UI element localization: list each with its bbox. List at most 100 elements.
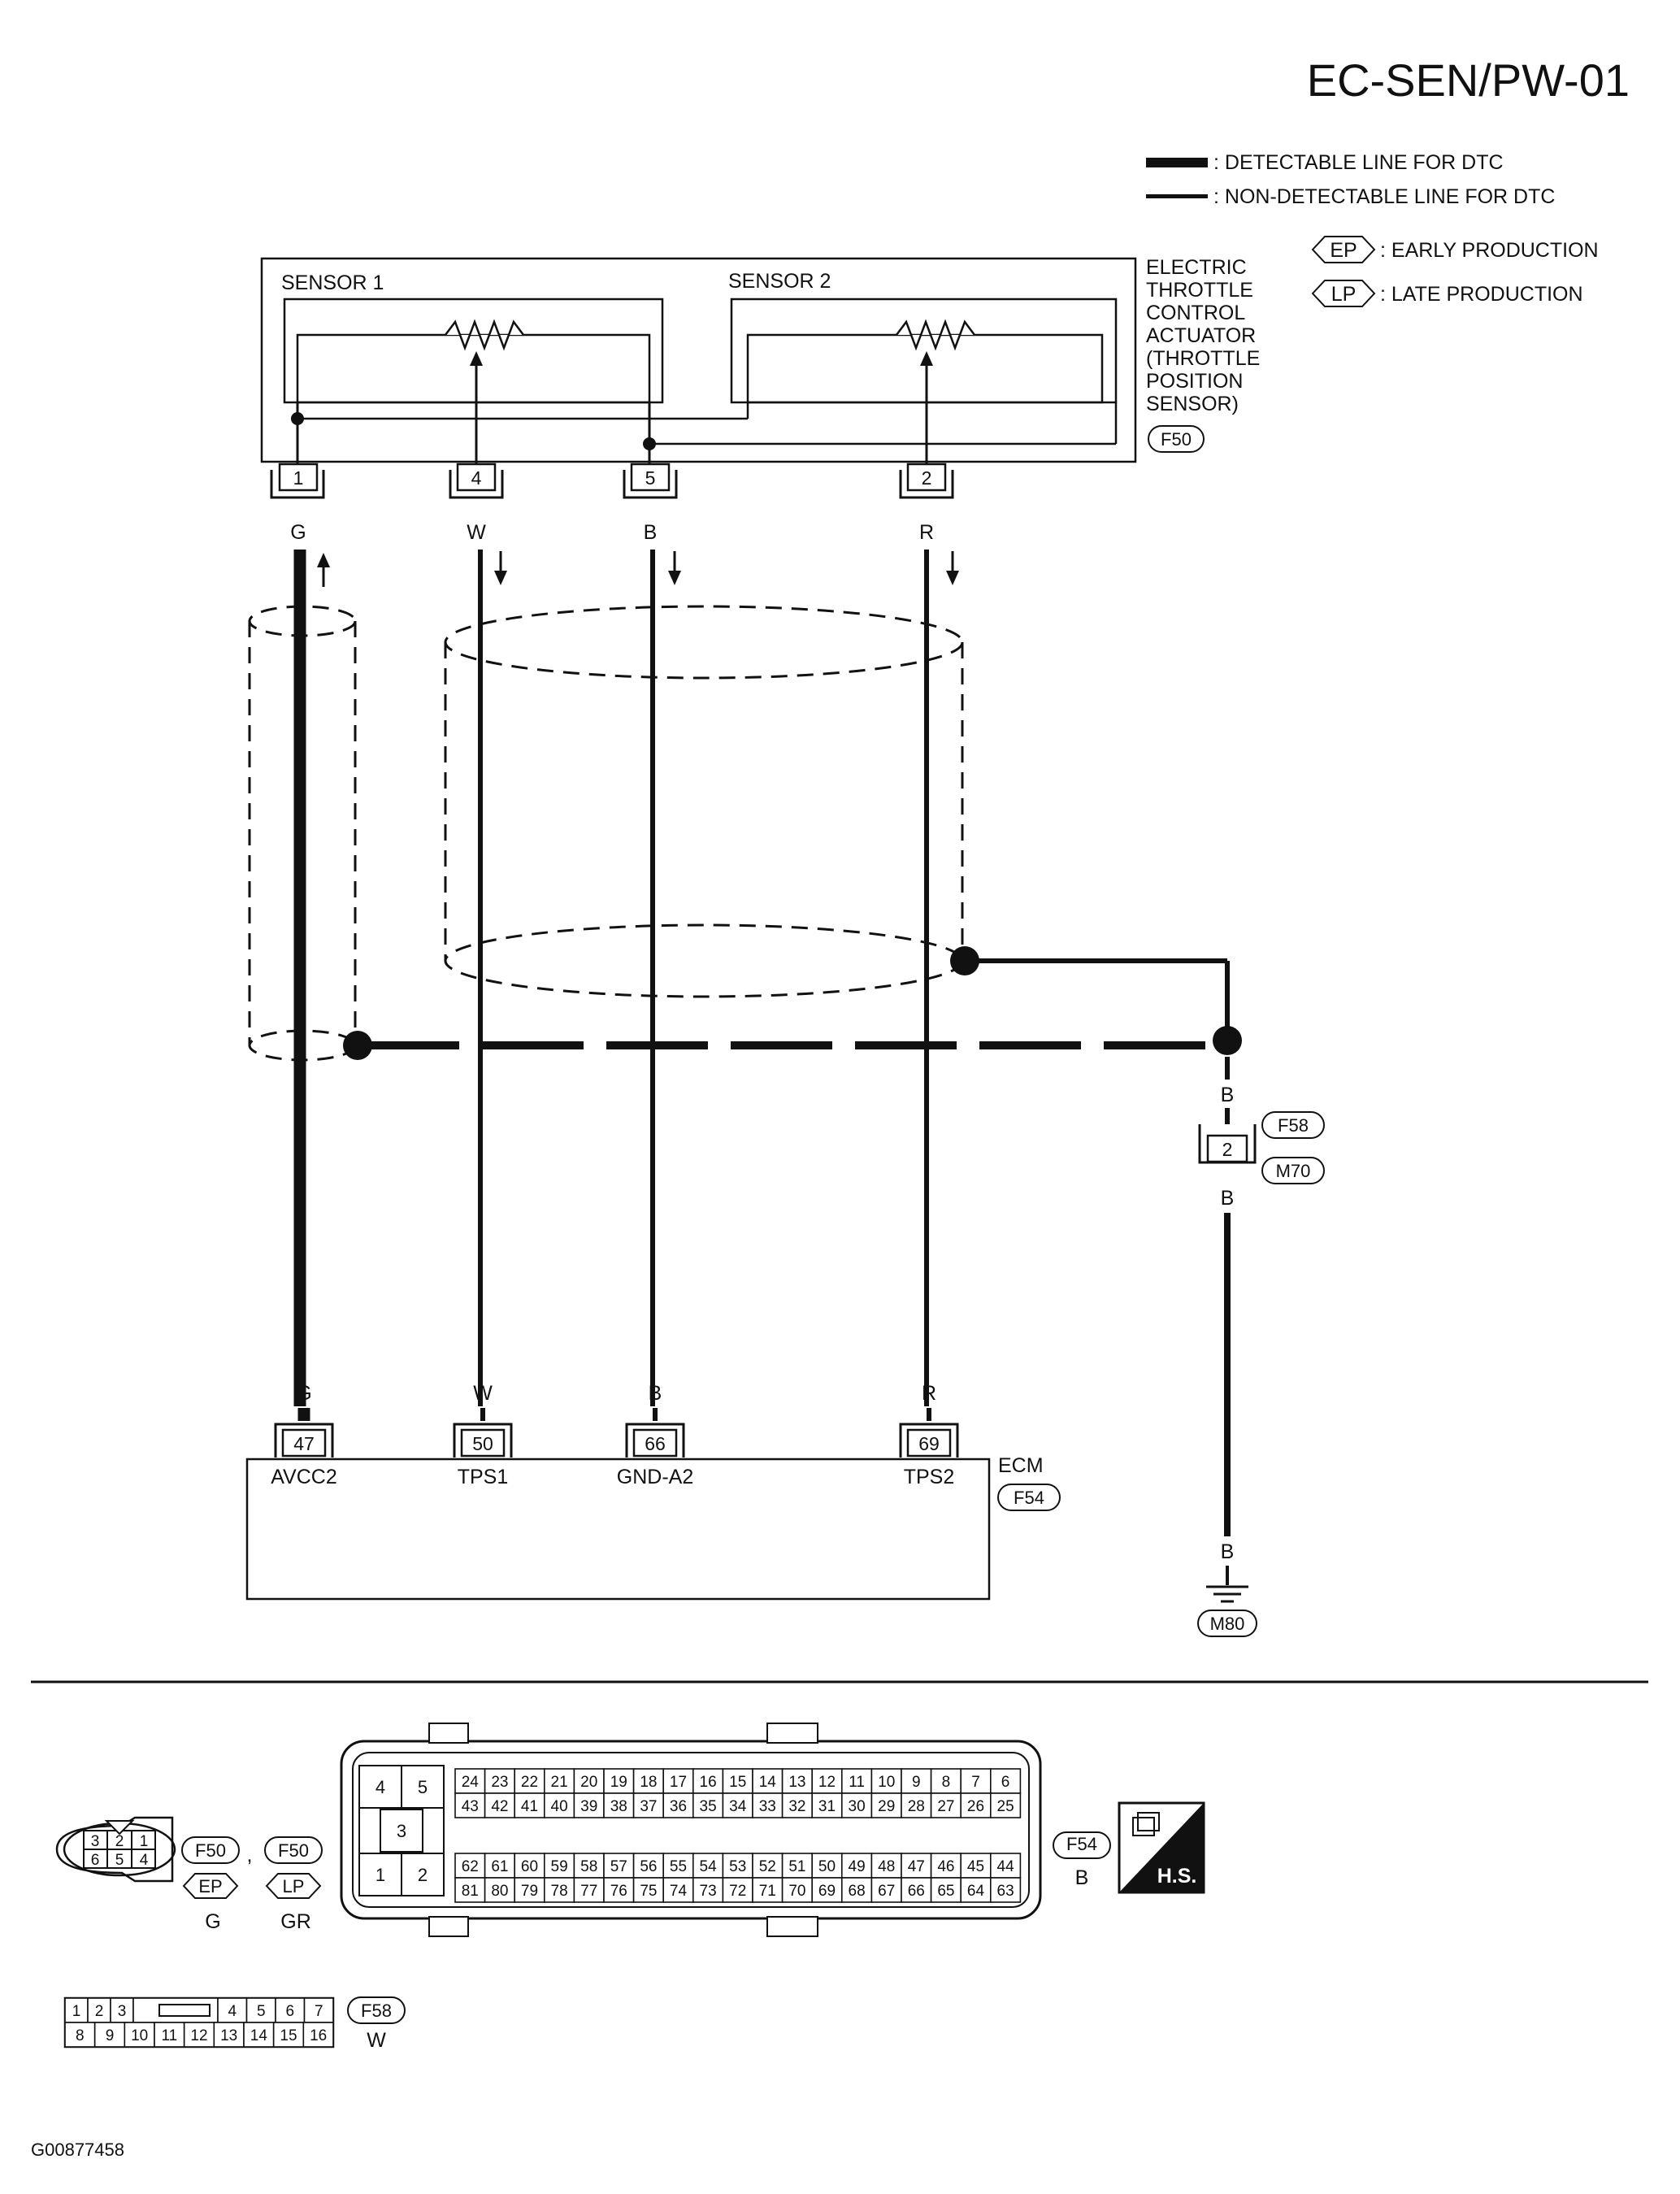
ecm-pin-50: 50 xyxy=(453,1408,513,1458)
shield-right xyxy=(444,605,964,998)
actuator-name-1: ELECTRIC xyxy=(1146,256,1247,279)
svg-text:G: G xyxy=(205,1910,220,1933)
svg-text:5: 5 xyxy=(645,467,656,489)
f54-pin-number: 9 xyxy=(912,1774,921,1791)
f54-pin-number: 44 xyxy=(997,1858,1015,1875)
f54-pin-cell xyxy=(484,1792,515,1818)
f58-pin-cell xyxy=(303,1997,334,2023)
ep-tag-icon xyxy=(1311,236,1376,263)
svg-text:6: 6 xyxy=(91,1852,100,1869)
ecm-name: ECM xyxy=(998,1454,1044,1477)
f54-pin-number: 80 xyxy=(491,1883,508,1900)
f54-pin-cell xyxy=(662,1768,694,1794)
direction-arrows xyxy=(317,551,959,587)
hs-icon: H.S. xyxy=(1118,1801,1205,1894)
sensor1-potentiometer-icon xyxy=(445,319,524,351)
f54-pin-cell xyxy=(752,1768,784,1794)
f54-pin-number: 77 xyxy=(580,1883,597,1900)
f54-pin-cell xyxy=(841,1853,873,1879)
f54-pin-number: 40 xyxy=(551,1798,568,1815)
f54-pin-cell xyxy=(752,1792,784,1818)
f54-pin-number: 26 xyxy=(967,1798,984,1815)
f54-pin-number: 13 xyxy=(788,1774,805,1791)
f58-pin-cell xyxy=(243,2022,275,2048)
f58-id: F58 xyxy=(361,2001,392,2021)
f58-pin-cell xyxy=(93,2022,126,2048)
svg-text:4: 4 xyxy=(376,1777,385,1797)
f54-color: B xyxy=(1075,1866,1089,1889)
legend-non-detectable: : NON-DETECTABLE LINE FOR DTC xyxy=(1213,185,1555,208)
f54-pin-number: 70 xyxy=(788,1883,805,1900)
actuator-box xyxy=(260,257,1137,463)
ecm-pin-69: 69 xyxy=(899,1408,959,1458)
f54-pin-cell xyxy=(573,1853,605,1879)
ecm-pin-47: 47 xyxy=(274,1408,334,1458)
f54-connector-badge xyxy=(997,1484,1061,1511)
wire-color-top-2: W xyxy=(467,521,486,544)
hs-label: H.S. xyxy=(1157,1865,1197,1888)
svg-text:GR: GR xyxy=(280,1910,311,1933)
f54-pin-cell xyxy=(870,1877,902,1903)
sensor2-label: SENSOR 2 xyxy=(728,270,831,293)
f54-pin-number: 18 xyxy=(640,1774,657,1791)
f54-pin-cell xyxy=(930,1853,962,1879)
legend-ep-code: EP xyxy=(1330,239,1357,262)
wire-color-top-1: G xyxy=(290,521,306,544)
f58-pin-number: 6 xyxy=(285,2003,294,2020)
f54-pin-number: 21 xyxy=(551,1774,568,1791)
f54-pin-cell xyxy=(960,1877,992,1903)
f58-pin-number: 12 xyxy=(190,2027,207,2044)
f54-pin-number: 7 xyxy=(971,1774,980,1791)
f54-pin-cell xyxy=(603,1792,635,1818)
svg-text:2: 2 xyxy=(922,467,932,489)
wire-color-bottom-1: G xyxy=(296,1382,311,1405)
f54-pin-number: 25 xyxy=(997,1798,1014,1815)
f54-pin-number: 65 xyxy=(937,1883,954,1900)
legend-detectable: : DETECTABLE LINE FOR DTC xyxy=(1213,151,1504,174)
f54-pin-number: 50 xyxy=(818,1858,836,1875)
f54-pin-number: 78 xyxy=(551,1883,568,1900)
f54-pin-number: 60 xyxy=(521,1858,538,1875)
image-code: G00877458 xyxy=(31,2140,124,2160)
f54-pin-cell xyxy=(781,1768,813,1794)
f54-pin-number: 74 xyxy=(670,1883,688,1900)
actuator-name-4: ACTUATOR xyxy=(1146,324,1256,347)
f54-pin-number: 20 xyxy=(580,1774,597,1791)
f54-pin-number: 52 xyxy=(759,1858,776,1875)
f54-pin-number: 75 xyxy=(640,1883,657,1900)
ecm-connector-id: F54 xyxy=(1014,1488,1044,1508)
f54-pin-number: 46 xyxy=(937,1858,954,1875)
f54-pin-number: 31 xyxy=(818,1798,836,1815)
f54-pin-cell xyxy=(514,1768,545,1794)
f54-pin-cell xyxy=(722,1792,753,1818)
f54-pin-cell xyxy=(841,1877,873,1903)
svg-text:1: 1 xyxy=(140,1833,149,1850)
f54-pin-cell xyxy=(662,1792,694,1818)
sensor2-wiper-arrow-icon xyxy=(920,351,933,366)
f54-pin-number: 17 xyxy=(670,1774,687,1791)
wire-color-top-3: B xyxy=(644,521,658,544)
f54-pin-cell xyxy=(454,1877,486,1903)
f54-pin-cell xyxy=(692,1853,724,1879)
connector-key-icon xyxy=(158,2004,211,2017)
svg-text:2: 2 xyxy=(418,1865,428,1885)
f54-pin-number: 54 xyxy=(700,1858,718,1875)
f54-pin-number: 63 xyxy=(997,1883,1014,1900)
ecm-signal-avcc2: AVCC2 xyxy=(271,1466,337,1488)
m70-connector-badge xyxy=(1261,1157,1325,1184)
f54-pin-number: 28 xyxy=(908,1798,925,1815)
ecm-box xyxy=(245,1458,991,1601)
f54-pin-number: 38 xyxy=(610,1798,627,1815)
actuator-name-7: SENSOR) xyxy=(1146,393,1239,415)
f54-pin-number: 61 xyxy=(491,1858,508,1875)
f54-pin-number: 37 xyxy=(640,1798,657,1815)
f54-pin-number: 57 xyxy=(610,1858,627,1875)
f54-pin-cell xyxy=(662,1877,694,1903)
f54-pin-number: 11 xyxy=(849,1774,865,1791)
svg-text:3: 3 xyxy=(397,1821,406,1841)
f58-pin-number: 15 xyxy=(280,2027,297,2044)
f58-color: W xyxy=(367,2029,386,2052)
